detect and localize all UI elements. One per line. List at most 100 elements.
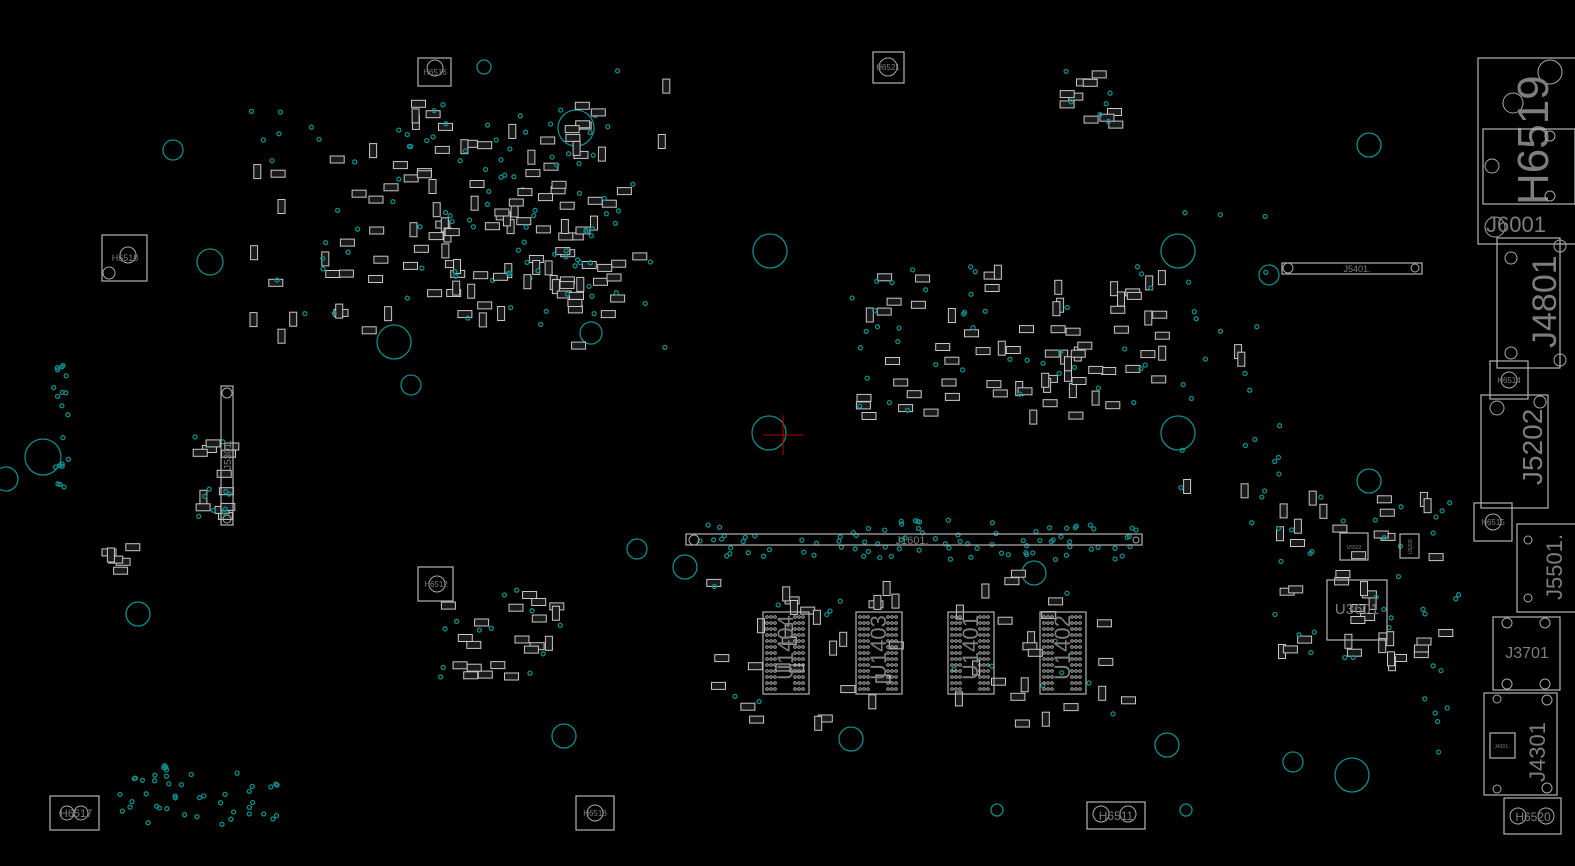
ball-pad	[890, 687, 894, 691]
smd-component	[403, 261, 418, 270]
ball-pad	[958, 645, 962, 649]
smd-component	[1379, 508, 1395, 517]
via	[527, 670, 533, 676]
smd-component	[1010, 569, 1026, 578]
ball-pad	[769, 639, 773, 643]
ball-pad	[890, 621, 894, 625]
j1601-label: J1601.	[895, 535, 928, 547]
ball-pad	[982, 681, 986, 685]
ball-pad	[1074, 639, 1078, 643]
ball-pad	[793, 681, 797, 685]
via	[331, 310, 337, 316]
smd-component	[369, 226, 385, 235]
via	[647, 259, 654, 265]
smd-component	[441, 243, 450, 259]
mounting-via	[1160, 233, 1196, 269]
via	[1129, 525, 1135, 531]
ball-pad	[773, 633, 777, 637]
ball-pad	[1070, 657, 1074, 661]
smd-component	[1065, 327, 1081, 336]
ball-pad	[982, 663, 986, 667]
connector-j1601[interactable]: J1601.	[685, 533, 1143, 547]
mounting-hole-h6518-bottom[interactable]: H6518	[575, 795, 615, 831]
connector-j6001[interactable]: J6001	[1482, 128, 1575, 237]
smd-component	[369, 143, 378, 159]
ball-pad	[950, 627, 954, 631]
via	[172, 795, 178, 801]
chip-u5208[interactable]: U5208	[1399, 533, 1420, 559]
ball-pad	[1050, 669, 1054, 673]
chip-u5502[interactable]: U5502	[1339, 532, 1369, 561]
via	[574, 257, 581, 263]
chip-u1403[interactable]: U1403	[855, 611, 903, 695]
smd-component	[508, 198, 524, 207]
smd-component	[1048, 597, 1064, 606]
ball-pad	[950, 621, 954, 625]
smd-component	[1098, 657, 1114, 666]
via	[470, 224, 477, 230]
mounting-hole-h6516[interactable]: H6516	[417, 57, 452, 87]
ball-pad	[793, 651, 797, 655]
via	[1071, 364, 1078, 371]
connector-j3701[interactable]: J3701	[1492, 616, 1561, 691]
ball-pad	[950, 675, 954, 679]
crosshair-cursor	[763, 415, 803, 455]
via	[1058, 534, 1064, 540]
ball-pad	[1042, 651, 1046, 655]
via	[354, 226, 361, 232]
connector-j5202[interactable]: J5202	[1480, 394, 1549, 509]
via	[1191, 308, 1197, 315]
smd-component	[383, 183, 399, 192]
via	[862, 539, 868, 545]
via	[273, 813, 280, 819]
connector-j3301[interactable]: J5301.	[220, 385, 234, 526]
connector-j5501[interactable]: J5501.	[1516, 523, 1575, 613]
smd-component	[1125, 364, 1141, 373]
via	[196, 513, 202, 520]
mounting-hole-h6520[interactable]: H6520	[1503, 797, 1562, 835]
chip-u1402[interactable]: U1402	[1039, 611, 1087, 695]
smd-component	[434, 145, 450, 154]
smd-component	[789, 600, 798, 615]
mounting-hole-h6518-left[interactable]: H6518	[101, 234, 148, 282]
connector-j4801[interactable]: J4801	[1496, 237, 1567, 369]
connector-j4301[interactable]: J4301. J4301	[1483, 692, 1558, 796]
via	[742, 534, 748, 541]
via	[222, 791, 228, 798]
smd-component	[1083, 115, 1099, 124]
mounting-hole-h6511[interactable]: H6511	[1086, 801, 1146, 830]
ball-pad	[797, 633, 801, 637]
chip-u1401[interactable]: U1401	[947, 611, 995, 695]
via	[430, 134, 436, 140]
via	[1030, 550, 1036, 556]
smd-component	[477, 141, 493, 150]
smd-component	[551, 605, 560, 621]
ball-pad	[765, 663, 769, 667]
mounting-hole-h6517[interactable]: H6517	[49, 795, 100, 831]
mounting-hole-h6512[interactable]: H6512	[417, 566, 454, 602]
ball-pad	[954, 675, 958, 679]
mounting-hole-h6521[interactable]: H6521	[872, 51, 905, 84]
connector-j5401[interactable]: J5401.	[1281, 262, 1423, 275]
mounting-hole-h6514[interactable]: H6514	[1489, 360, 1529, 400]
via	[740, 538, 746, 545]
chip-u3601[interactable]: U3601	[1326, 579, 1388, 641]
smd-component	[740, 702, 756, 711]
ball-pad	[986, 681, 990, 685]
smd-component	[373, 255, 389, 264]
via	[129, 798, 135, 805]
smd-component	[517, 188, 533, 197]
via	[932, 535, 939, 542]
chip-u1404[interactable]: U1404	[762, 611, 810, 695]
mounting-hole-h6519[interactable]: H6519	[1477, 57, 1575, 245]
ball-pad	[894, 681, 898, 685]
via	[857, 403, 863, 409]
smd-component	[839, 631, 848, 647]
smd-component	[775, 663, 791, 672]
h6519-label: H6519	[1509, 75, 1558, 205]
via	[404, 295, 410, 301]
mounting-hole-h6515[interactable]: H6515	[1473, 502, 1513, 542]
j3301-label: J5301.	[223, 440, 234, 470]
ball-pad	[986, 621, 990, 625]
